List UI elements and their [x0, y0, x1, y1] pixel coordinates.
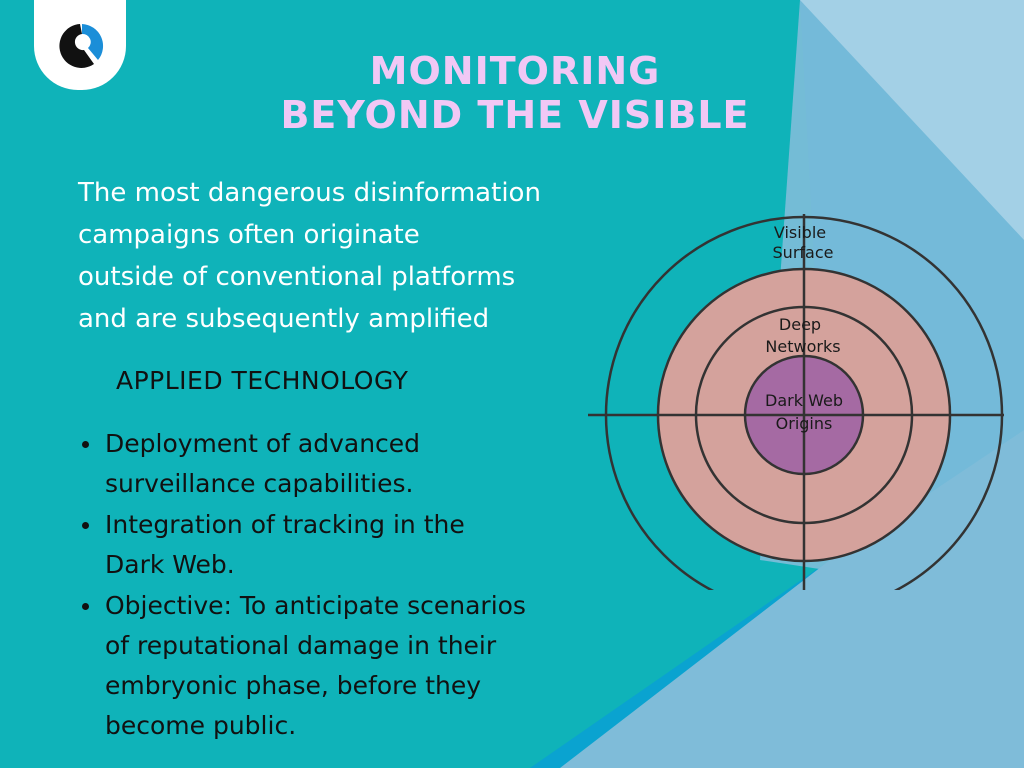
brand-logo-icon	[59, 24, 104, 68]
bullet-line: Integration of tracking in the	[105, 510, 465, 539]
bullet-item: Deployment of advanced surveillance capa…	[80, 424, 640, 504]
bullet-line: become public.	[105, 711, 297, 740]
label-dark-web-origins: Dark Web	[765, 391, 843, 410]
bullet-line: of reputational damage in their	[105, 631, 497, 660]
logo-tab	[34, 0, 126, 90]
bullet-dot-icon	[82, 603, 89, 610]
bullet-line: Dark Web.	[105, 550, 235, 579]
intro-paragraph: The most dangerous disinformation campai…	[78, 172, 638, 340]
bullet-item: Integration of tracking in the Dark Web.	[80, 505, 640, 585]
label-deep-networks: Networks	[765, 337, 840, 356]
target-diagram: Visible Surface Deep Networks Dark Web O…	[588, 214, 1004, 590]
label-dark-web-origins: Origins	[776, 414, 833, 433]
intro-line: campaigns often originate	[78, 220, 420, 250]
bullet-dot-icon	[82, 441, 89, 448]
bullet-line: Objective: To anticipate scenarios	[105, 591, 526, 620]
label-visible-surface: Visible	[774, 223, 826, 242]
intro-line: outside of conventional platforms	[78, 262, 516, 292]
title-line-1: MONITORING	[369, 49, 661, 93]
intro-line: and are subsequently amplified	[78, 304, 490, 334]
intro-line: The most dangerous disinformation	[78, 178, 541, 208]
section-heading: APPLIED TECHNOLOGY	[116, 366, 409, 395]
bullet-list: Deployment of advanced surveillance capa…	[80, 424, 640, 747]
bullet-line: surveillance capabilities.	[105, 469, 414, 498]
bullet-line: Deployment of advanced	[105, 429, 421, 458]
title-line-2: BEYOND THE VISIBLE	[280, 93, 750, 137]
bullet-dot-icon	[82, 522, 89, 529]
bullet-line: embryonic phase, before they	[105, 671, 482, 700]
bullet-item: Objective: To anticipate scenarios of re…	[80, 586, 640, 746]
label-visible-surface: Surface	[773, 243, 834, 262]
label-deep-networks: Deep	[779, 315, 821, 334]
